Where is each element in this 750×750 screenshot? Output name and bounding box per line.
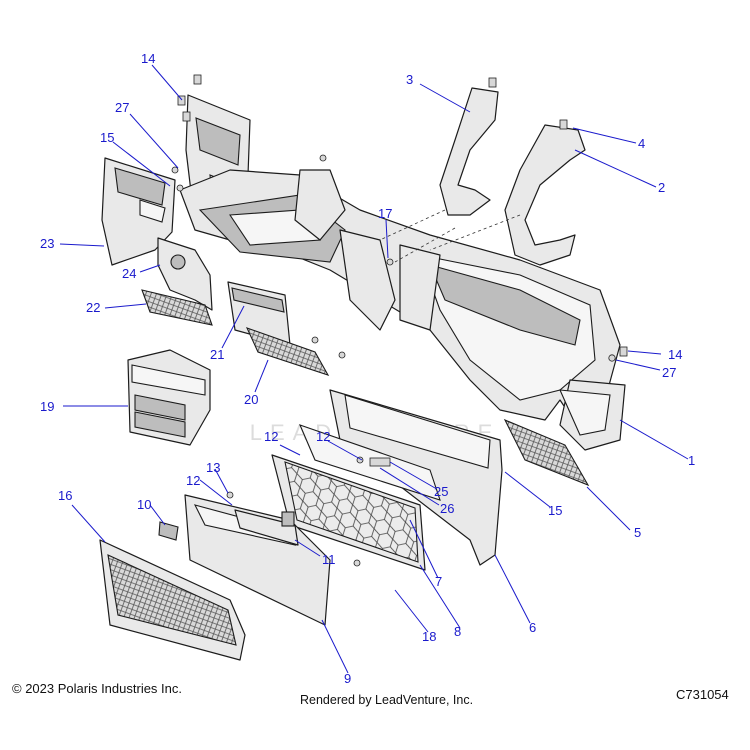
dash-frame-brace-2 [504, 124, 586, 266]
callout-17: 17 [378, 206, 392, 221]
vent-grille-24 [141, 289, 213, 326]
drawing-number: C731054 [676, 687, 729, 702]
callout-19: 25 [434, 484, 448, 499]
callout-6: 6 [529, 620, 536, 635]
vent-grille-22 [245, 327, 330, 376]
main-dash-frame [179, 169, 626, 451]
panel-23 [227, 281, 291, 346]
callout-labels: 14 27 15 23 24 22 21 20 19 3 4 2 17 14 2… [40, 51, 695, 686]
leader-lines [59, 64, 689, 674]
callout-20: 26 [440, 501, 454, 516]
callout-14-right: 14 [668, 347, 682, 362]
callout-12-b: 12 [186, 473, 200, 488]
callout-23: 21 [210, 347, 224, 362]
vent-grille-5 [503, 418, 590, 487]
callout-3: 3 [406, 72, 413, 87]
callout-8: 8 [454, 624, 461, 639]
callout-11: 11 [322, 552, 336, 567]
callout-7: 7 [435, 574, 442, 589]
callout-12-a: 12 [264, 429, 278, 444]
callout-13: 13 [206, 460, 220, 475]
fasteners [171, 74, 628, 567]
left-side-panel-25 [101, 157, 176, 266]
callout-26: 24 [122, 266, 136, 281]
latch-bracket-11 [234, 509, 299, 546]
callout-14: 14 [141, 51, 155, 66]
callout-24: 22 [86, 300, 100, 315]
callout-25: 23 [40, 236, 54, 251]
callout-5: 5 [634, 525, 641, 540]
callout-22: 20 [244, 392, 258, 407]
center-storage-bin-21 [127, 349, 211, 446]
lower-grille-16 [99, 539, 246, 661]
callout-27: 27 [115, 100, 129, 115]
center-panel-8 [271, 454, 426, 571]
callout-27-right: 27 [662, 365, 676, 380]
callout-18: 18 [422, 629, 436, 644]
clip-10 [158, 521, 179, 541]
callout-1: 1 [688, 453, 695, 468]
callout-12-c: 12 [316, 429, 330, 444]
callout-16: 16 [58, 488, 72, 503]
dash-frame-brace-3 [439, 87, 499, 216]
copyright-text: © 2023 Polaris Industries Inc. [12, 681, 182, 696]
callout-9: 9 [344, 671, 351, 686]
rendered-by-text: Rendered by LeadVenture, Inc. [300, 693, 474, 707]
callout-2: 2 [658, 180, 665, 195]
callout-4: 4 [638, 136, 645, 151]
callout-15: 15 [100, 130, 114, 145]
callout-15-right: 15 [548, 503, 562, 518]
callout-10: 10 [137, 497, 151, 512]
callout-21: 19 [40, 399, 54, 414]
